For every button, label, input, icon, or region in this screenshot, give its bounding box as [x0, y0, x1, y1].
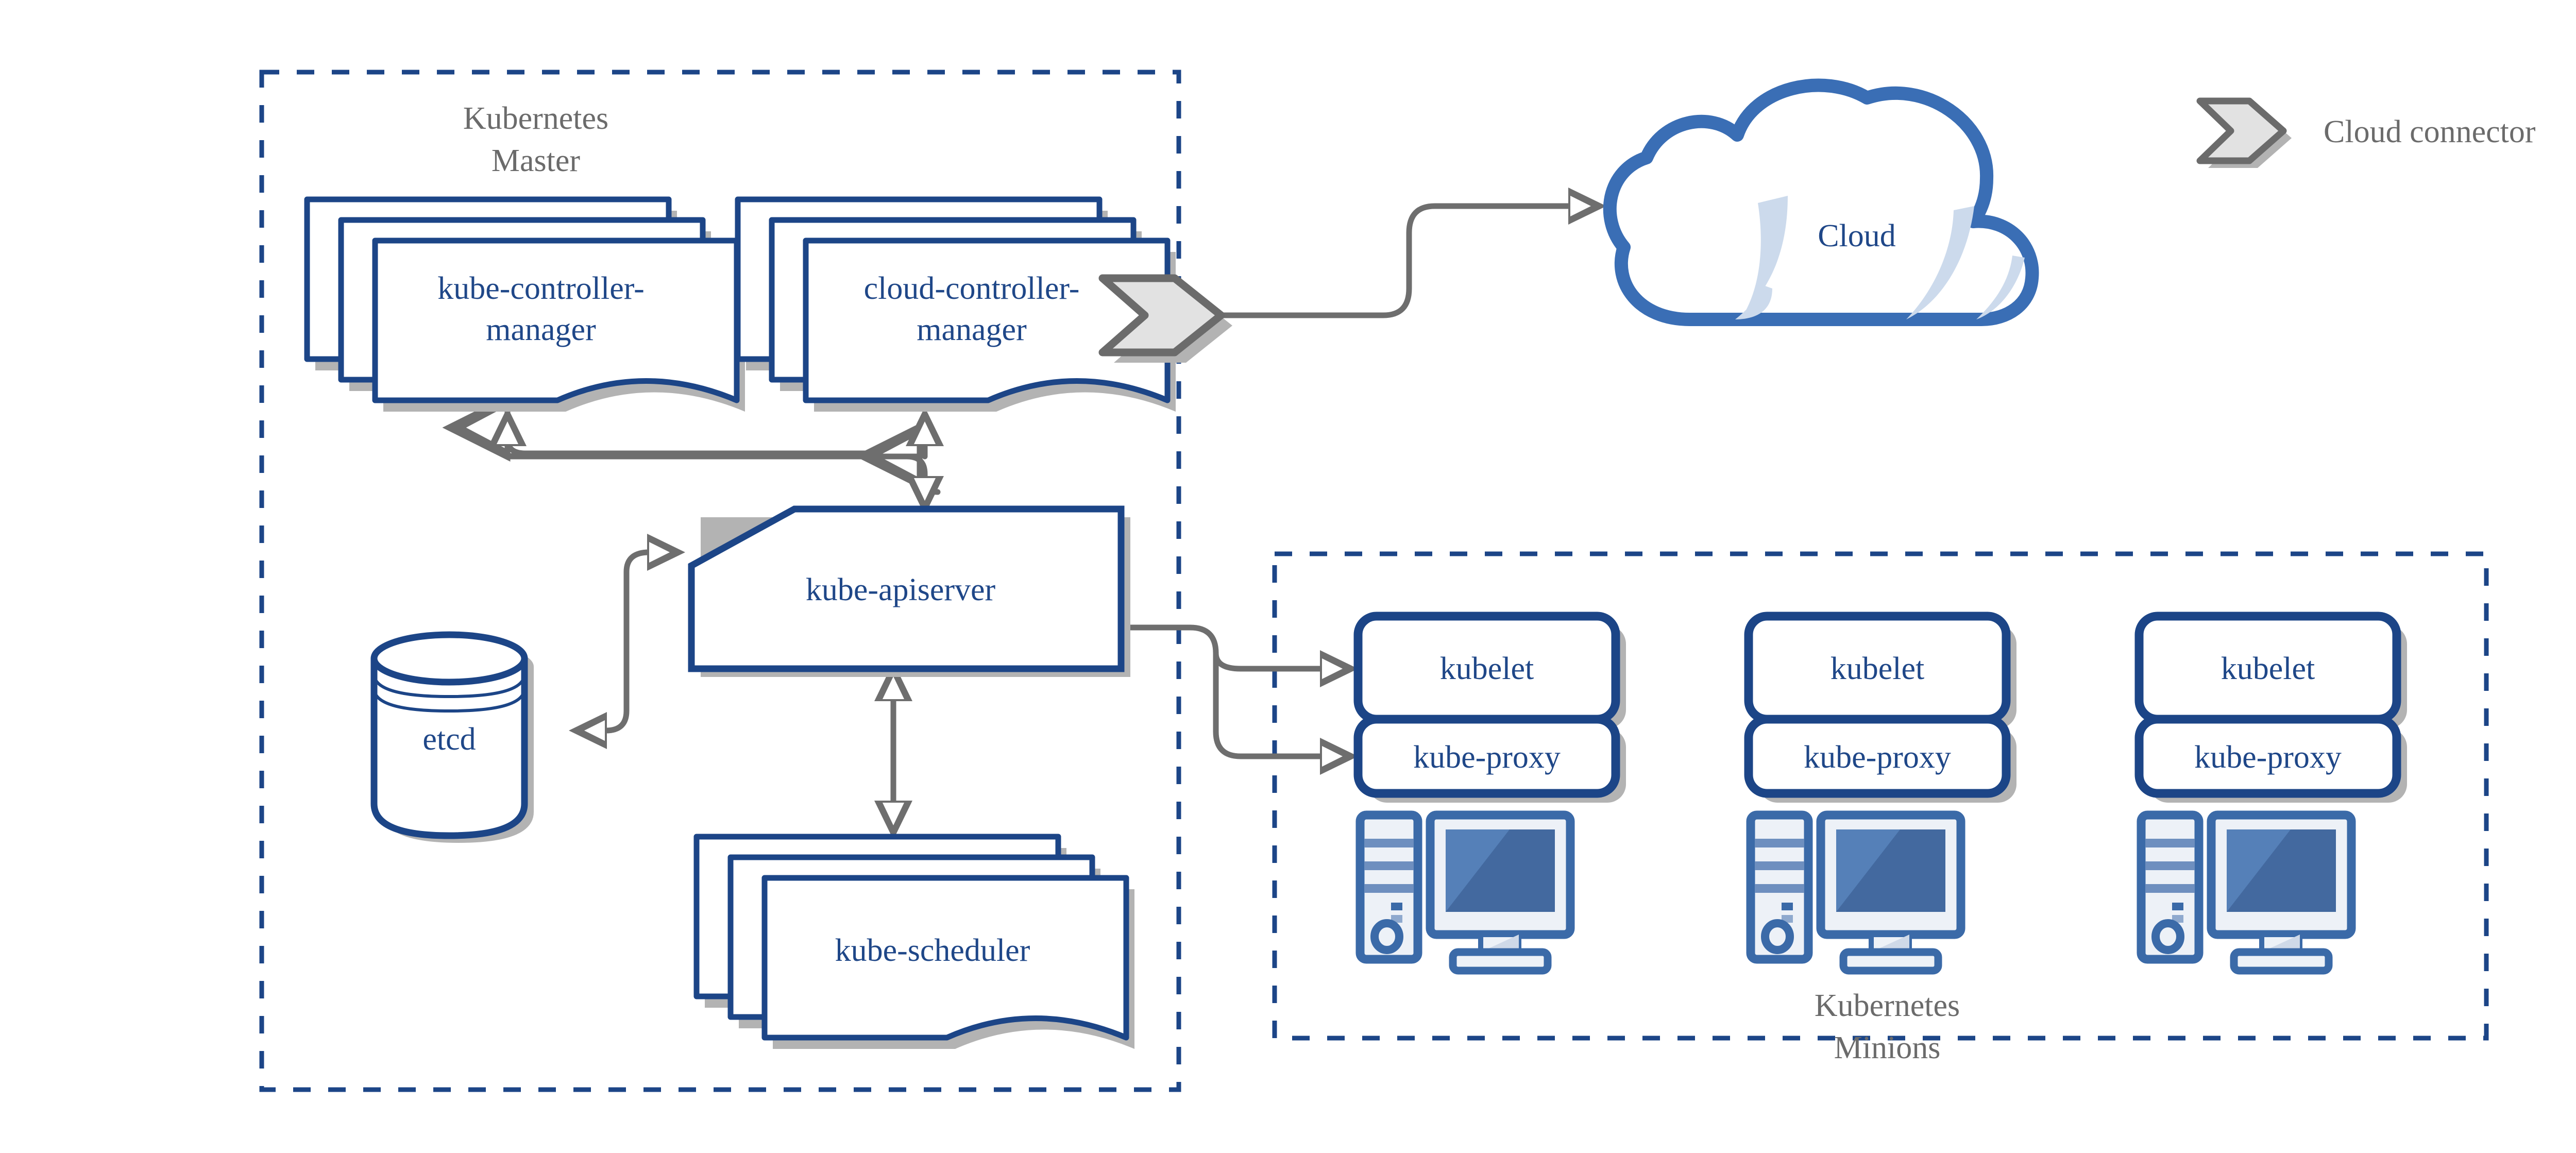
connector-ccm-to-cloud: [1202, 203, 1574, 318]
junction-arrowheads: [488, 407, 944, 515]
minions-group-label-line1: Kubernetes: [1815, 988, 1960, 1023]
connector-junction: [504, 426, 928, 497]
connector-controllers-to-apiserver: [442, 394, 941, 495]
computer-icon-2: [1746, 810, 1965, 975]
cloud-controller-manager-label-line2: manager: [917, 312, 1027, 347]
minions-group-border: [1272, 551, 2489, 1041]
cloud-node[interactable]: Cloud: [1603, 78, 2039, 326]
kube-controller-manager-node[interactable]: kube-controller- manager: [304, 196, 745, 412]
computer-icon-3: [2137, 810, 2356, 975]
legend-cloud-connector: Cloud connector: [2196, 97, 2536, 168]
minion-node-3[interactable]: kubelet kube-proxy: [2134, 612, 2407, 975]
connector-apiserver-minions: [1120, 624, 1332, 759]
kubelet-label-3: kubelet: [2221, 651, 2315, 686]
document-sheet-front: [803, 238, 1176, 412]
cloud-controller-manager-label-line1: cloud-controller-: [864, 271, 1080, 306]
kubelet-box-2[interactable]: kubelet: [1744, 612, 2016, 728]
etcd-label: etcd: [422, 722, 476, 757]
kube-proxy-box-1[interactable]: kube-proxy: [1353, 715, 1626, 803]
kube-proxy-box-2[interactable]: kube-proxy: [1744, 715, 2016, 803]
master-group-label-line2: Master: [492, 143, 581, 178]
cloud-connector-icon[interactable]: [1098, 274, 1232, 363]
minion-node-2[interactable]: kubelet kube-proxy: [1744, 612, 2016, 975]
kube-controller-manager-label-line2: manager: [486, 312, 596, 347]
kube-apiserver-node[interactable]: kube-apiserver: [688, 505, 1130, 677]
cloud-label: Cloud: [1818, 218, 1896, 253]
kubelet-box-1[interactable]: kubelet: [1353, 612, 1626, 728]
cloud-controller-manager-node[interactable]: cloud-controller- manager: [735, 196, 1176, 412]
legend-chevron-connector-icon: [2196, 97, 2292, 168]
kubelet-label-2: kubelet: [1831, 651, 1925, 686]
document-sheet-front: [372, 238, 745, 412]
document-sheet-front: [761, 875, 1134, 1049]
kube-proxy-label-2: kube-proxy: [1804, 740, 1951, 775]
kube-scheduler-label: kube-scheduler: [835, 933, 1030, 968]
etcd-node[interactable]: etcd: [370, 631, 534, 843]
kube-controller-manager-label-line1: kube-controller-: [437, 271, 645, 306]
computer-icon-1: [1355, 810, 1575, 975]
kube-apiserver-label: kube-apiserver: [806, 572, 996, 607]
kube-proxy-box-3[interactable]: kube-proxy: [2134, 715, 2407, 803]
legend-cloud-connector-label: Cloud connector: [2324, 114, 2536, 149]
connector-apiserver-etcd-arrowheads: [569, 534, 685, 749]
connector-ccm-to-cloud-arrowhead: [1568, 188, 1606, 225]
minions-group-label-line2: Minions: [1834, 1030, 1941, 1065]
connector-apiserver-scheduler-arrowheads: [874, 662, 912, 840]
kube-proxy-label-3: kube-proxy: [2194, 740, 2342, 775]
master-group-label-line1: Kubernetes: [463, 101, 608, 136]
kube-scheduler-node[interactable]: kube-scheduler: [693, 834, 1134, 1049]
kubelet-label-1: kubelet: [1440, 651, 1534, 686]
kube-proxy-label-1: kube-proxy: [1413, 740, 1561, 775]
connector-apiserver-etcd: [603, 549, 652, 734]
minion-node-1[interactable]: kubelet kube-proxy: [1353, 612, 1626, 975]
kubelet-box-3[interactable]: kubelet: [2134, 612, 2407, 728]
master-group-border: [259, 70, 1181, 1092]
